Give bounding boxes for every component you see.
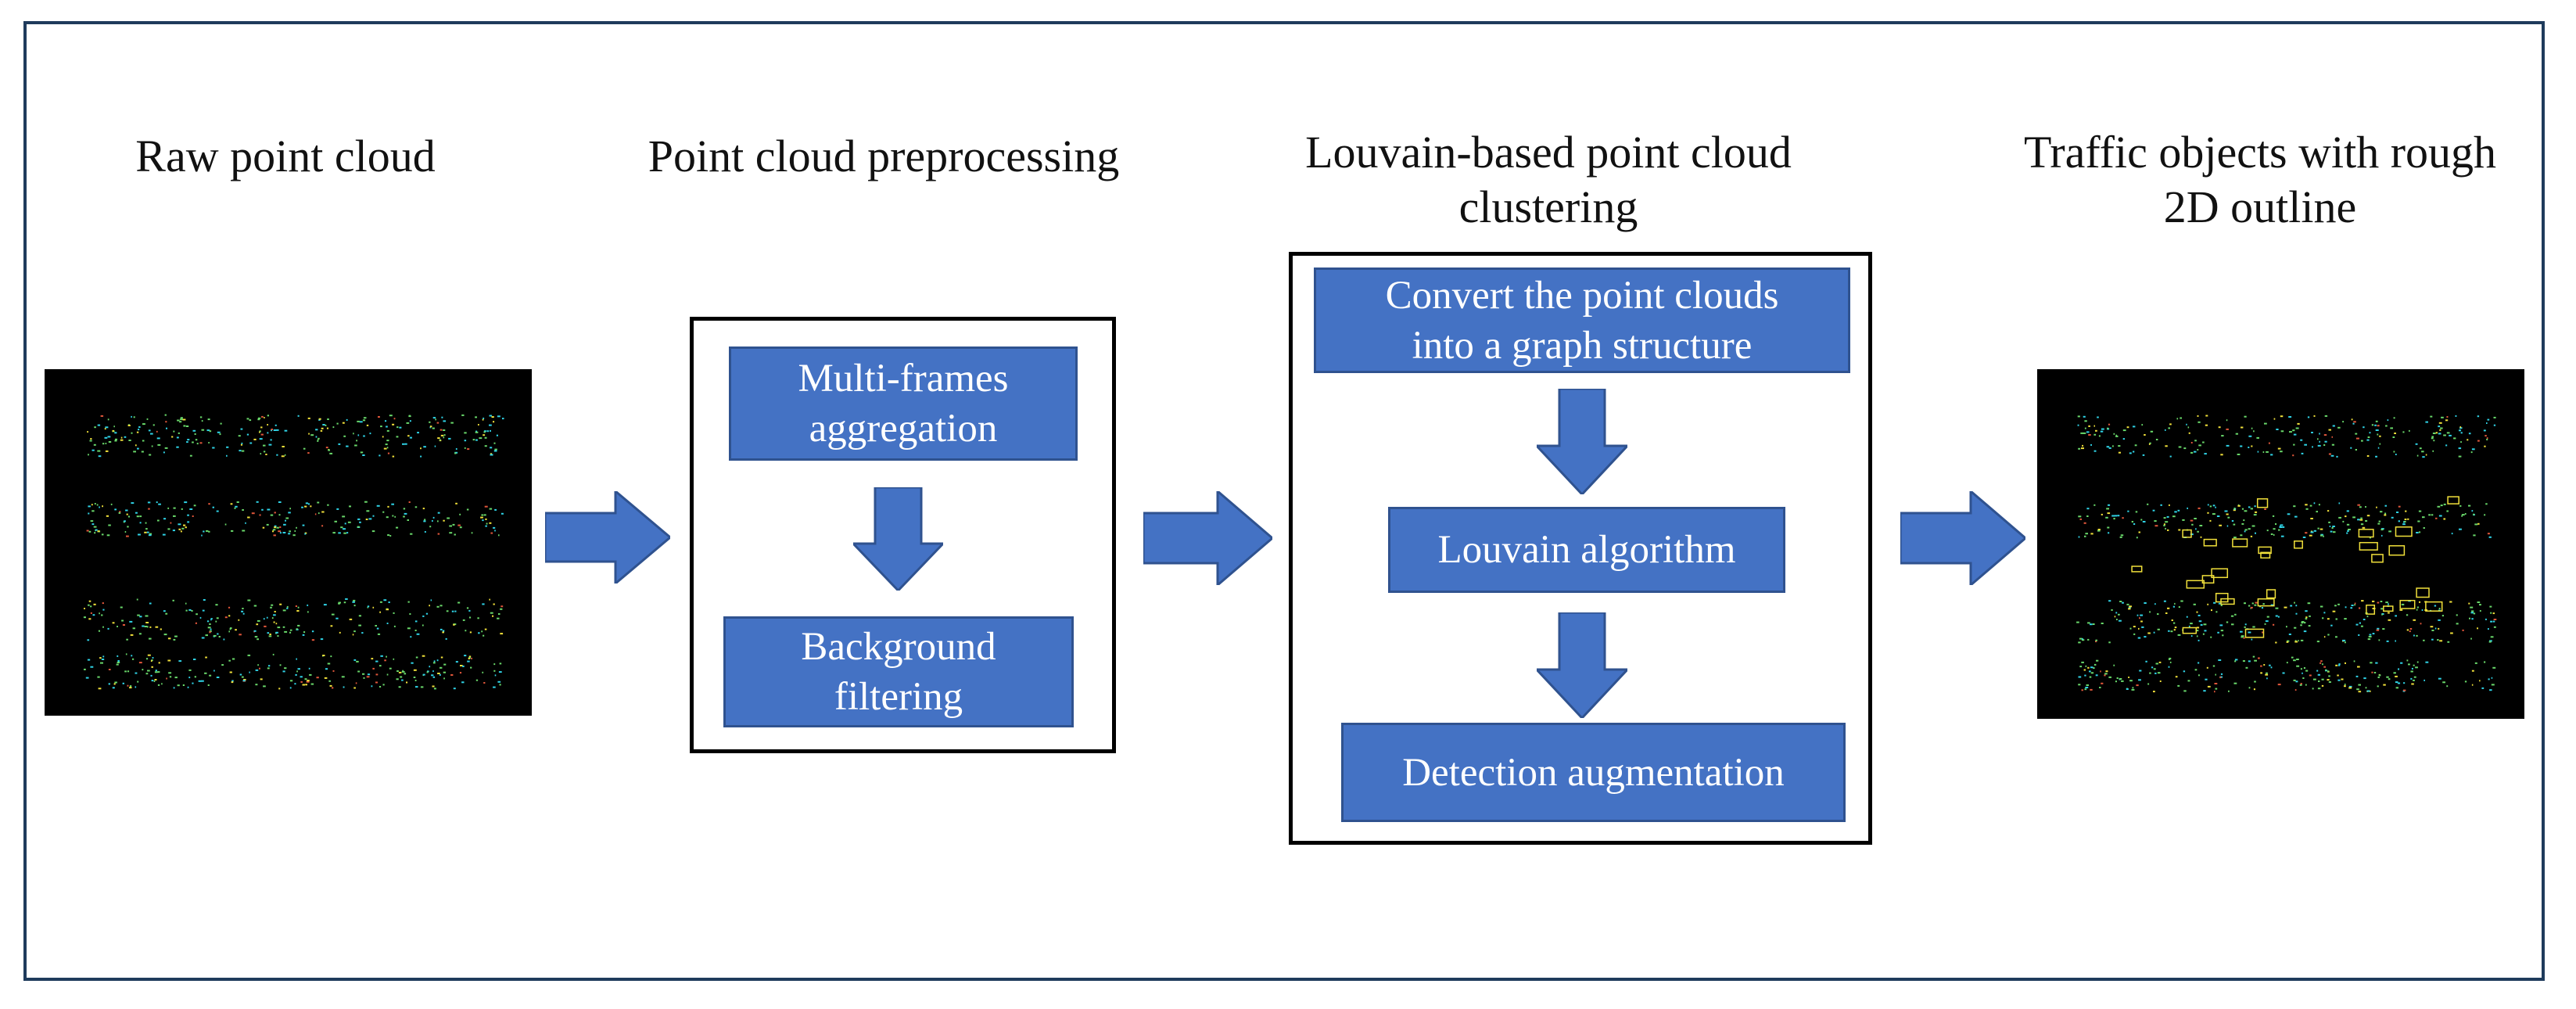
raw-point-cloud-image xyxy=(45,369,532,716)
step-detection-augmentation: Detection augmentation xyxy=(1341,723,1846,822)
down-arrow-icon xyxy=(1537,612,1627,718)
step-convert-to-graph: Convert the point clouds into a graph st… xyxy=(1314,268,1850,373)
down-arrow-icon xyxy=(853,487,943,591)
stage-title-output: Traffic objects with rough 2D outline xyxy=(2023,127,2497,232)
step-louvain-algorithm: Louvain algorithm xyxy=(1388,507,1785,593)
stage-title-clustering: Louvain-based point cloud clustering xyxy=(1305,127,1792,232)
right-arrow-icon xyxy=(1143,491,1272,585)
step-multi-frames-aggregation: Multi-frames aggregation xyxy=(729,347,1078,461)
diagram-frame xyxy=(23,21,2545,981)
right-arrow-icon xyxy=(545,491,670,583)
right-arrow-icon xyxy=(1900,491,2025,585)
stage-title-preprocessing: Point cloud preprocessing xyxy=(648,131,1120,181)
stage-title-raw: Raw point cloud xyxy=(135,131,436,181)
traffic-objects-point-cloud-image xyxy=(2037,369,2524,719)
step-background-filtering: Background filtering xyxy=(723,616,1074,727)
down-arrow-icon xyxy=(1537,389,1627,494)
